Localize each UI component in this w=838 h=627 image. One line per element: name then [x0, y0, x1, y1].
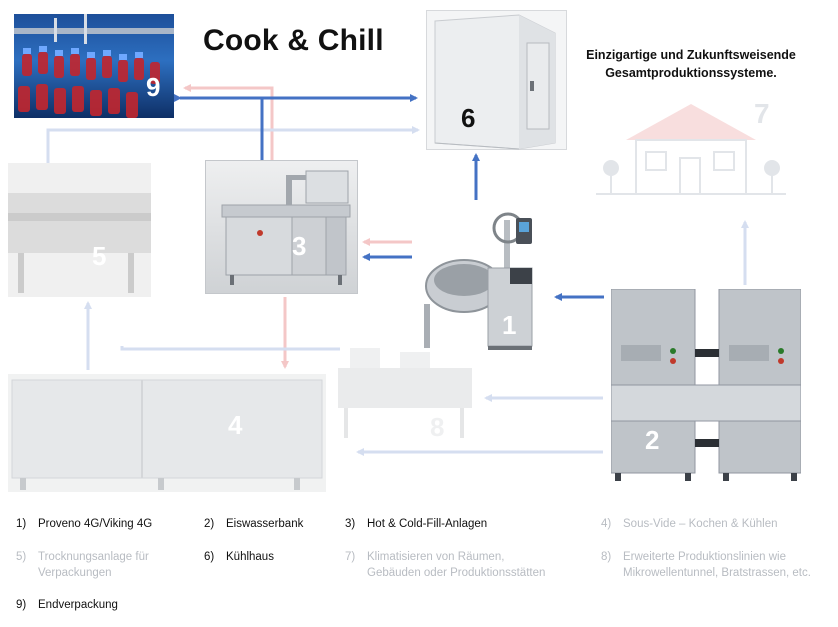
node-7-climate-house-image: 7	[596, 96, 786, 200]
legend-item-number: 9)	[16, 599, 27, 611]
node-9-end-packaging-image: 9	[14, 14, 174, 118]
legend-item-text: Kühlhaus	[226, 551, 274, 563]
node-9-number: 9	[146, 72, 161, 102]
sous-vide-tank-illustration	[11, 379, 323, 490]
tagline-line-1: Einzigartige und Zukunftsweisende	[586, 48, 796, 62]
legend-item-number: 1)	[16, 518, 27, 530]
filling-machine-illustration	[221, 170, 351, 285]
node-5-number: 5	[92, 241, 107, 271]
tagline-line-2: Gesamtproduktionssysteme.	[605, 66, 777, 80]
legend-item-text: Klimatisieren von Räumen,	[367, 551, 505, 563]
legend-item-2: 2) Eiswasserbank	[204, 516, 303, 532]
bottles-illustration	[14, 14, 174, 118]
house-illustration	[596, 104, 786, 195]
node-1-number: 1	[502, 310, 517, 340]
legend-item-text: Endverpackung	[38, 599, 118, 611]
legend-item-text: Trocknungsanlage für	[38, 551, 149, 563]
diagram-tagline: Einzigartige und Zukunftsweisende Gesamt…	[566, 46, 816, 82]
legend-item-text: Erweiterte Produktionslinien wie	[623, 551, 786, 563]
legend-item-number: 4)	[601, 518, 612, 530]
node-8-number: 8	[430, 412, 445, 442]
kettle-illustration	[424, 212, 533, 350]
legend-item-7: 7) Klimatisieren von Räumen, Gebäuden oder…	[345, 549, 545, 581]
node-3-number: 3	[292, 231, 307, 261]
legend-item-number: 8)	[601, 551, 612, 563]
node-2-number: 2	[645, 425, 660, 455]
legend-item-6: 6) Kühlhaus	[204, 549, 274, 565]
node-1-proveno-viking-image: 1	[420, 200, 548, 356]
legend-item-number: 5)	[16, 551, 27, 563]
node-2-ice-water-bank-image: 2	[610, 288, 802, 481]
legend-item-number: 7)	[345, 551, 356, 563]
arrow-5-to-6-faded	[46, 126, 420, 163]
node-6-cold-room-image: 6	[426, 10, 567, 150]
legend-item-text-line2: Gebäuden oder Produktionsstätten	[367, 567, 546, 579]
node-4-number: 4	[228, 410, 243, 440]
ice-water-bank-illustration	[610, 288, 802, 481]
legend-item-3: 3) Hot & Cold-Fill-Anlagen	[345, 516, 487, 532]
legend-item-number: 6)	[204, 551, 215, 563]
node-6-number: 6	[461, 103, 476, 133]
node-8-extended-lines-image: 8	[330, 338, 480, 442]
legend-item-text-line2: Mikrowellentunnel, Bratstrassen, etc.	[623, 567, 811, 579]
cold-room-illustration	[434, 14, 556, 150]
legend-item-4: 4) Sous-Vide – Kochen & Kühlen	[601, 516, 778, 532]
legend-item-text: Hot & Cold-Fill-Anlagen	[367, 518, 488, 530]
legend-item-text: Sous-Vide – Kochen & Kühlen	[623, 518, 778, 530]
legend-item-text: Eiswasserbank	[226, 518, 304, 530]
legend-item-text-line2: Verpackungen	[38, 567, 112, 579]
legend-item-number: 3)	[345, 518, 356, 530]
arrow-3-to-9-faded	[183, 84, 274, 160]
drying-line-illustration	[8, 193, 151, 293]
legend-item-number: 2)	[204, 518, 215, 530]
node-3-hot-cold-fill-image: 3	[205, 160, 358, 294]
node-7-number: 7	[754, 98, 770, 129]
legend-item-9: 9) Endverpackung	[16, 597, 118, 613]
legend-item-text: Proveno 4G/Viking 4G	[38, 518, 153, 530]
diagram-title: Cook & Chill	[203, 24, 384, 57]
legend-item-1: 1) Proveno 4G/Viking 4G	[16, 516, 152, 532]
node-4-sous-vide-image: 4	[8, 374, 326, 492]
node-5-drying-image: 5	[8, 163, 151, 297]
conveyor-illustration	[338, 348, 472, 438]
arrow-8-to-5-faded	[120, 346, 340, 351]
